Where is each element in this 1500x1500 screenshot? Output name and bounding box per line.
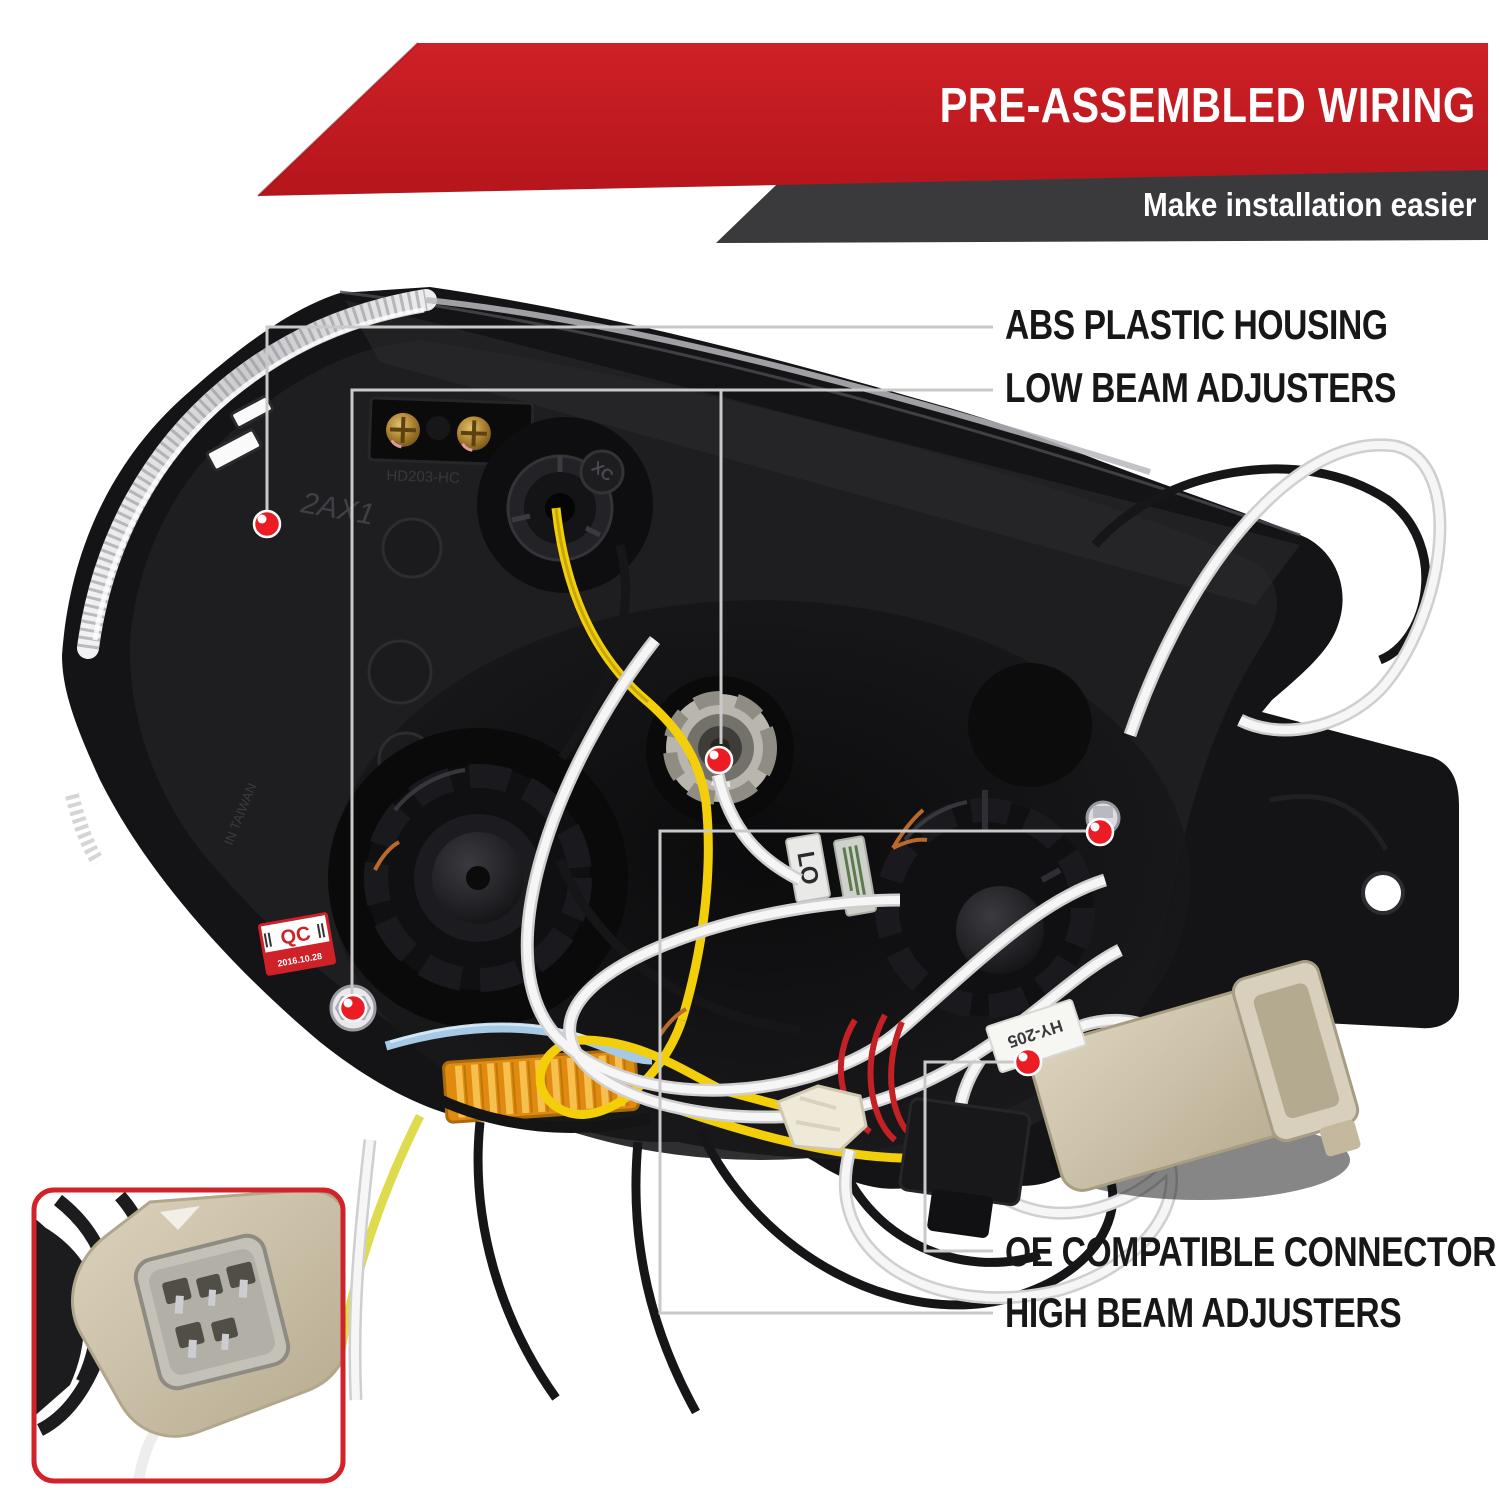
cable-over-resistor [427, 1090, 652, 1133]
inset-detail-box [31, 1187, 346, 1484]
turn-signal-socket: XC [477, 417, 653, 593]
tab-ridge [1269, 794, 1389, 852]
banner-gray-band [716, 162, 1488, 243]
xc-cap: XC [579, 449, 625, 495]
banner-subtitle: Make installation easier [1142, 186, 1476, 223]
mold-code-text: HD203-HC [386, 467, 460, 487]
screw-block: HD203-HC [367, 396, 535, 487]
chrome-lens-strip [65, 289, 1151, 866]
banner-red-band [258, 43, 1488, 196]
banner-red-edge [257, 42, 419, 197]
blue-wire-highlight [389, 1022, 601, 1044]
inset-connector-pins [162, 1261, 256, 1359]
marker-abs-housing [252, 509, 282, 539]
marker-oe-connector [1013, 1047, 1043, 1077]
inset-connector [71, 1190, 343, 1438]
marker-low-beam-socket [704, 745, 734, 775]
inset-photo [34, 1190, 343, 1481]
inset-border [31, 1187, 346, 1484]
yellow-wire-shade [554, 507, 649, 704]
label-abs-plastic-housing: ABS PLASTIC HOUSING [1005, 301, 1388, 348]
callout-lines [265, 325, 1088, 1315]
marker-low-beam-bolt [338, 993, 368, 1023]
marker-dots [252, 509, 1115, 1077]
label-oe-compatible-connector: OE COMPATIBLE CONNECTOR [1005, 1228, 1497, 1275]
oe-connector: HY-205 [985, 959, 1361, 1200]
small-cream-connector [776, 1084, 868, 1152]
callout-line-low-beam [350, 388, 993, 996]
housing-sheen [345, 300, 1300, 605]
headlight-photo: HD203-HC 2AX1 IN TAIWAN XC [62, 287, 1459, 1431]
copper-pigtails [373, 808, 928, 1037]
marker-high-beam [1085, 817, 1115, 847]
adjuster-wheel-right [875, 663, 1095, 1018]
gold-screw-right [456, 416, 491, 452]
svg-text:QC: QC [279, 923, 312, 950]
label-low-beam-adjusters: LOW BEAM ADJUSTERS [1005, 364, 1397, 411]
gold-screw-left [385, 412, 420, 449]
callout-line-oe [923, 1060, 1014, 1253]
qc-sticker: QC 2016.10.28 [257, 912, 337, 976]
callout-line-abs [265, 325, 993, 514]
callout-line-high-beam [658, 829, 1088, 1315]
oe-connector-label: HY-205 [985, 999, 1087, 1073]
mounting-tab-hole-rim [1361, 871, 1405, 915]
banners [257, 42, 1488, 243]
mounting-tab-hole [1363, 873, 1403, 913]
adjuster-wheel-left [328, 728, 628, 1028]
label-high-beam-adjusters: HIGH BEAM ADJUSTERS [1005, 1289, 1402, 1336]
housing-edge-slots [205, 395, 274, 472]
bottom-connector-block [898, 1097, 1032, 1238]
banner-title: PRE-ASSEMBLED WIRING [939, 79, 1476, 133]
inset-connector-glint [160, 1206, 200, 1230]
